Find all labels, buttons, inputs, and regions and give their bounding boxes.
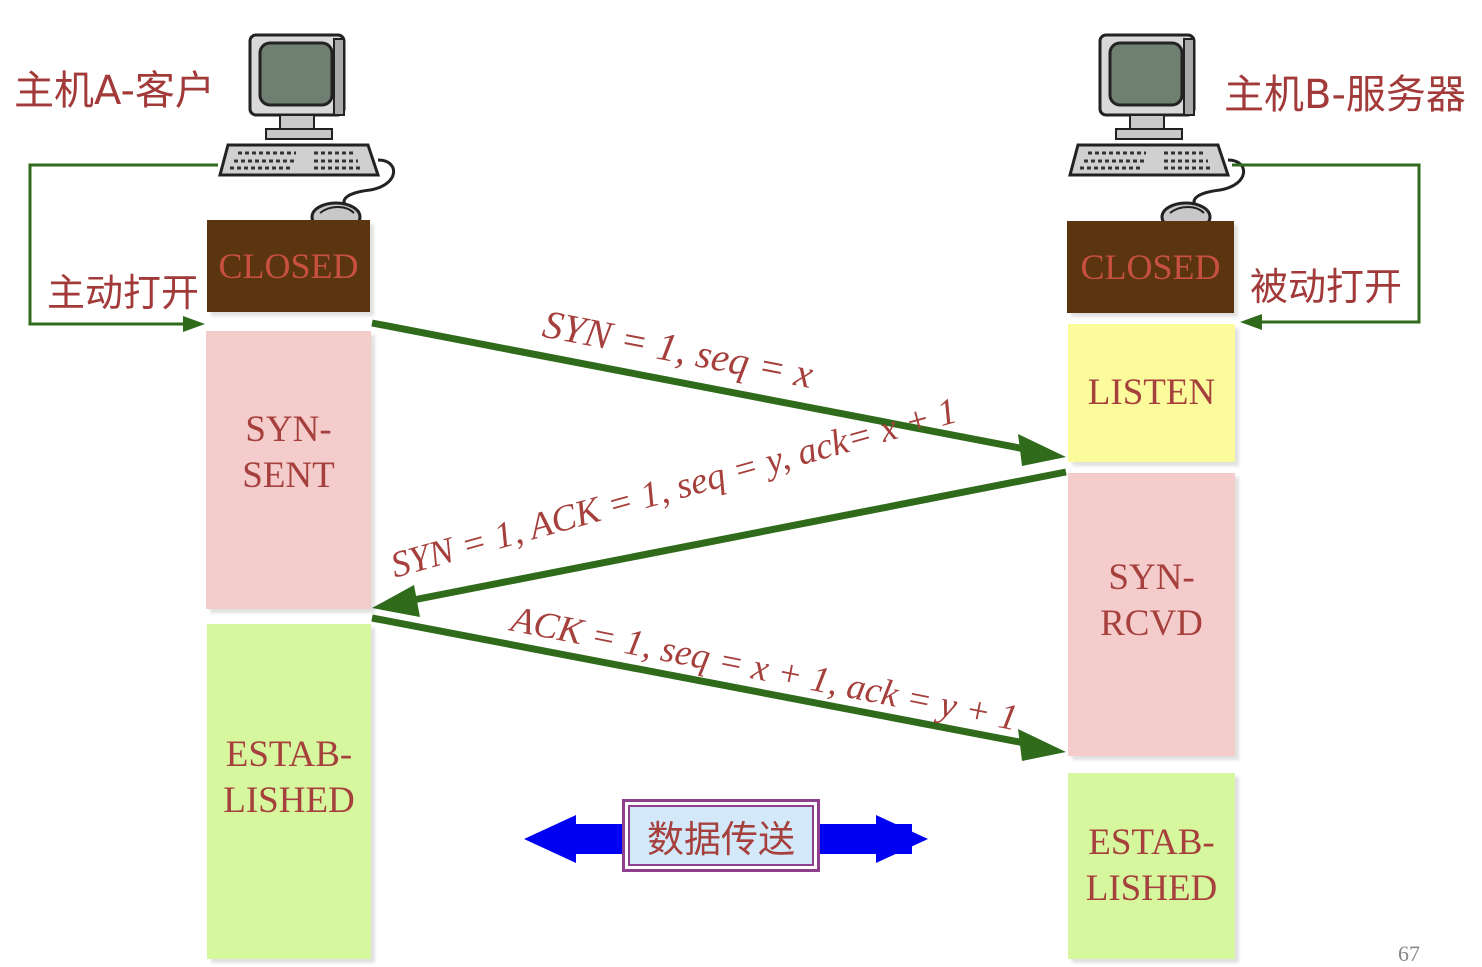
syn-ack-arrowhead [372,585,420,617]
server-state-syn-rcvd-line1: SYN- [1108,557,1195,598]
server-state-closed: CLOSED [1067,221,1234,313]
client-state-syn-sent-line1: SYN- [245,409,332,450]
ack-arrow-line [371,614,1031,748]
server-state-listen-text: LISTEN [1087,371,1216,413]
data-transfer-box: 数据传送 [622,799,820,872]
page-number: 67 [1398,941,1420,966]
client-state-closed: CLOSED [207,220,370,312]
server-state-syn-rcvd-line2: RCVD [1100,603,1203,645]
syn-arrowhead [1018,434,1066,466]
client-state-syn-sent: SYN- SENT [206,331,371,609]
client-open-label: 主动打开 [47,271,200,315]
client-host-label: 主机A-客户 [14,68,215,114]
client-open-loop [28,163,218,326]
server-computer-icon [1068,33,1246,233]
server-host-label: 主机B-服务器 [1224,72,1466,118]
server-state-established-line2: LISHED [1085,868,1218,909]
client-open-arrowhead [183,316,205,332]
client-state-established-line2: LISHED [223,780,355,822]
client-state-closed-text: CLOSED [218,245,359,286]
server-state-syn-rcvd: SYN- RCVD [1068,473,1235,756]
client-state-established: ESTAB- LISHED [207,624,371,959]
server-state-listen: LISTEN [1068,324,1235,462]
client-state-established-line1: ESTAB- [225,734,353,775]
server-open-label: 被动打开 [1250,265,1403,309]
client-computer-icon [218,33,396,233]
server-open-arrowhead [1240,314,1262,330]
client-state-syn-sent-line2: SENT [242,455,335,497]
ack-arrowhead [1018,729,1066,761]
server-state-established: ESTAB- LISHED [1068,773,1235,959]
server-open-loop [1232,163,1421,324]
server-state-closed-text: CLOSED [1080,246,1221,287]
syn-ack-arrow-line [407,468,1067,605]
syn-arrow-line [371,319,1031,454]
server-state-established-line1: ESTAB- [1088,821,1215,863]
data-transfer-label: 数据传送 [628,805,814,866]
